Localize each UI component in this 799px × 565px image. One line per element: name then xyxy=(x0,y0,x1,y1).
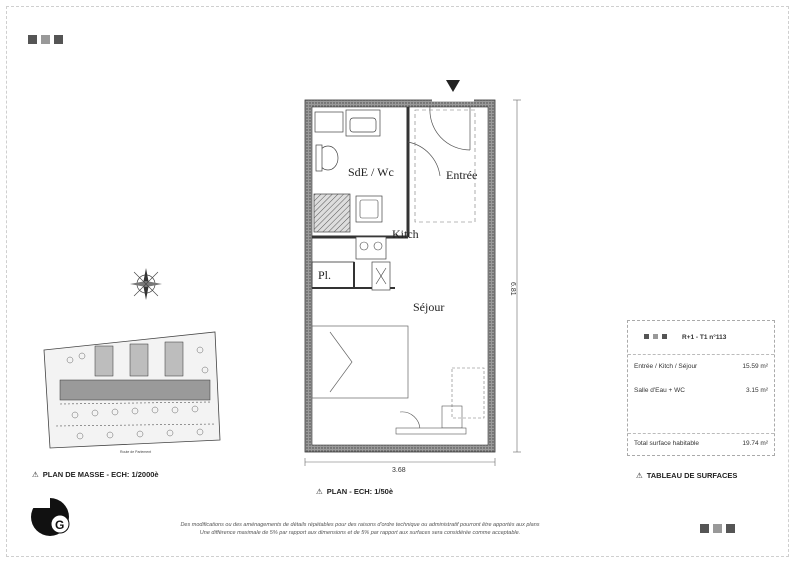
disclaimer: Des modifications ou des aménagements de… xyxy=(120,521,600,537)
logo-mark-icon xyxy=(713,524,722,533)
logo-mark-icon xyxy=(653,334,658,339)
surface-row-label: Salle d'Eau + WC xyxy=(634,387,685,394)
surface-total-row: Total surface habitable 19.74 m² xyxy=(628,433,774,447)
disclaimer-line-2: Une différence maximale de 5% par rappor… xyxy=(199,530,521,536)
surface-total-label: Total surface habitable xyxy=(634,440,700,447)
room-label-entree: Entrée xyxy=(446,168,477,182)
logo-mark-icon xyxy=(726,524,735,533)
disclaimer-line-1: Des modifications ou des aménagements de… xyxy=(180,522,540,528)
caption-plan: ⚠PLAN - ECH: 1/50è xyxy=(316,487,394,496)
logo-mark-icon xyxy=(54,35,63,44)
room-label-placard: Pl. xyxy=(318,268,331,282)
surface-row-value: 3.15 m² xyxy=(745,387,768,394)
room-label-sejour: Séjour xyxy=(413,300,444,314)
top-left-logo-strip xyxy=(28,35,63,44)
logo-mark-icon xyxy=(41,35,50,44)
dimension-height: 6.81 xyxy=(509,282,516,296)
floor-plan: SdE / Wc Entrée Kitch Pl. Séjour 3.68 6.… xyxy=(304,80,521,474)
surface-row-label: Entrée / Kitch / Séjour xyxy=(634,363,698,370)
lot-code: R+1 - T1 n°113 xyxy=(682,334,727,341)
company-logo: G xyxy=(31,496,70,536)
room-label-sde-wc: SdE / Wc xyxy=(348,165,394,179)
surfaces-table-header: R+1 - T1 n°113 xyxy=(628,321,774,355)
dimension-width: 3.68 xyxy=(392,467,406,474)
logo-mark-icon xyxy=(28,35,37,44)
logo-mark-icon xyxy=(662,334,667,339)
surface-row: Entrée / Kitch / Séjour 15.59 m² xyxy=(634,363,768,370)
compass-rose-icon xyxy=(130,268,162,300)
surfaces-table: R+1 - T1 n°113 Entrée / Kitch / Séjour 1… xyxy=(627,320,775,456)
warning-triangle-icon: ⚠ xyxy=(316,487,323,496)
surface-row-value: 15.59 m² xyxy=(742,363,768,370)
logo-letter: G xyxy=(55,518,64,532)
caption-tableau-de-surfaces: ⚠TABLEAU DE SURFACES xyxy=(636,471,738,480)
surface-row: Salle d'Eau + WC 3.15 m² xyxy=(634,387,768,394)
page-border xyxy=(6,6,789,557)
surface-total-value: 19.74 m² xyxy=(742,440,768,447)
caption-plan-de-masse: ⚠PLAN DE MASSE - ECH: 1/2000è xyxy=(32,470,159,479)
logo-mark-icon xyxy=(700,524,709,533)
header-logo-strip xyxy=(644,334,667,339)
room-label-kitch: Kitch xyxy=(392,227,419,241)
logo-mark-icon xyxy=(644,334,649,339)
site-plan-street-label: Route de Parlement xyxy=(120,450,151,454)
bottom-right-logo-strip xyxy=(700,524,735,533)
site-plan: Route de Parlement xyxy=(43,331,221,454)
entrance-arrow-icon xyxy=(446,80,460,92)
warning-triangle-icon: ⚠ xyxy=(636,471,643,480)
warning-triangle-icon: ⚠ xyxy=(32,470,39,479)
